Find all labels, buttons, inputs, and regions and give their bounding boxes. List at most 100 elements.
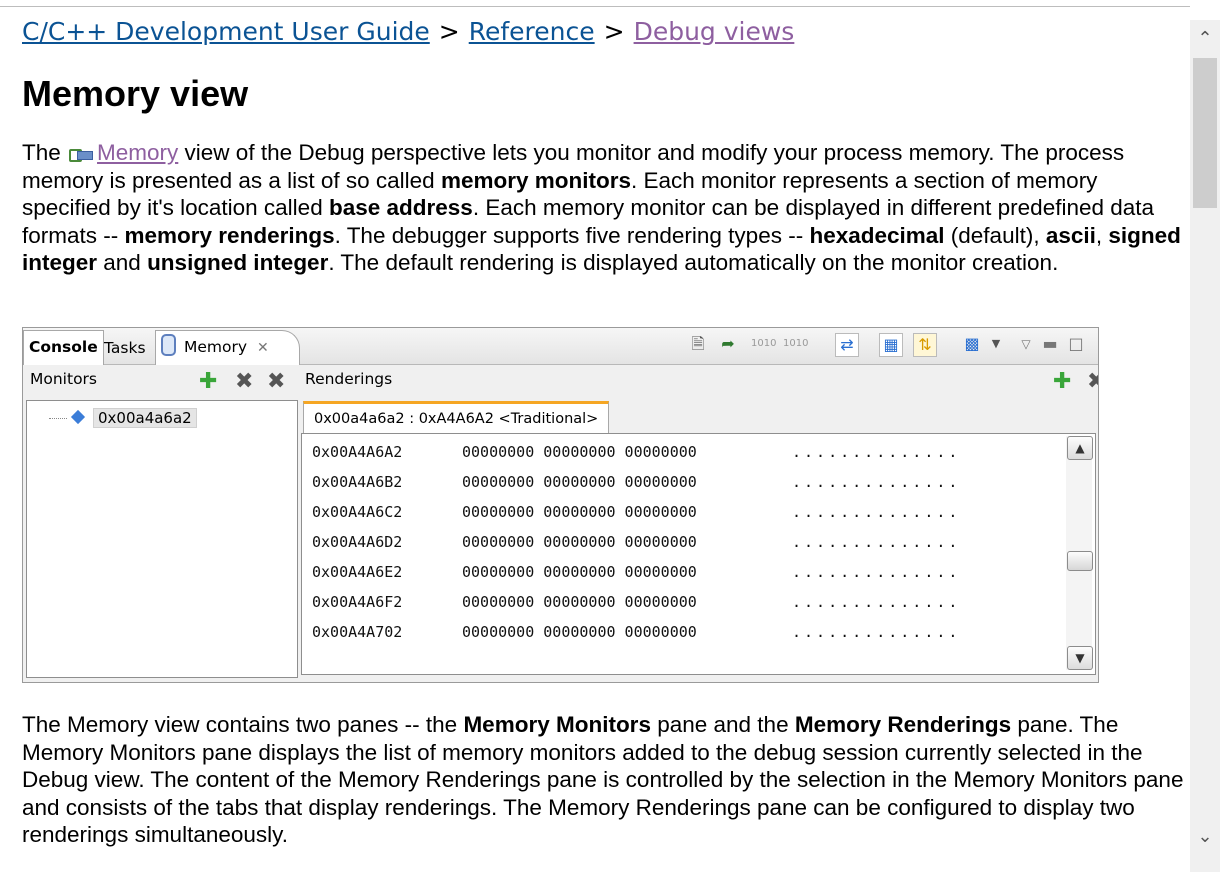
rendering-table: 0x00A4A6A2 00000000 00000000 00000000....…	[301, 433, 1096, 675]
view-menu-icon[interactable]: ▽	[1021, 337, 1031, 351]
row-address: 0x00A4A6C2	[312, 503, 403, 521]
remove-all-icon[interactable]: ✖	[267, 369, 286, 394]
memory-row[interactable]: 0x00A4A6D2 00000000 00000000 00000000....…	[312, 527, 960, 557]
rendering-tab[interactable]: 0x00a4a6a2 : 0xA4A6A2 <Traditional>	[303, 401, 610, 434]
tab-memory[interactable]: Memory ✕	[155, 330, 300, 365]
memory-row[interactable]: 0x00A4A6B2 00000000 00000000 00000000....…	[312, 467, 960, 497]
close-icon[interactable]: ✕	[257, 340, 269, 356]
row-ascii: ..............	[792, 473, 961, 491]
new-icon[interactable]: 🗎	[691, 334, 705, 353]
row-values[interactable]: 00000000 00000000 00000000	[462, 533, 697, 551]
add-rendering-icon[interactable]: ✚	[1053, 369, 1072, 394]
view-tab-bar: Console Tasks Memory ✕ 🗎 ➦ 1010 1010 ⇄ ▦ …	[23, 328, 1098, 365]
monitor-item[interactable]: 0x00a4a6a2	[49, 407, 197, 429]
text: . The default rendering is displayed aut…	[328, 250, 1059, 276]
scroll-thumb[interactable]	[1067, 551, 1093, 571]
bold-term: memory monitors	[440, 167, 631, 193]
view-toolbar: 🗎 ➦ 1010 1010 ⇄ ▦ ⇅ ▩ ▼ ▽ ▬ □	[687, 333, 1097, 359]
bold-term: ascii	[1045, 222, 1096, 248]
bold-term: signed integer	[22, 222, 1181, 276]
chevron-up-icon[interactable]: ⌃	[1197, 28, 1213, 48]
text: pane and the	[650, 712, 795, 737]
text: . The debugger supports five rendering t…	[334, 222, 810, 248]
breadcrumb-link-guide[interactable]: C/C++ Development User Guide	[22, 17, 430, 46]
import-icon[interactable]: ➦	[721, 334, 735, 353]
monitor-icon	[70, 409, 86, 425]
page-scroll-thumb[interactable]	[1193, 58, 1217, 208]
row-ascii: ..............	[792, 533, 961, 551]
chevron-down-icon[interactable]: ⌄	[1197, 826, 1213, 846]
bold-term: base address	[328, 195, 473, 221]
tab-tasks[interactable]: Tasks	[104, 339, 146, 357]
text: view of the Debug perspective lets you m…	[22, 140, 1125, 193]
breadcrumb-separator: >	[603, 17, 625, 46]
tab-console[interactable]: Console	[23, 330, 104, 365]
memory-tab-icon	[161, 334, 176, 356]
monitors-tree: 0x00a4a6a2	[26, 400, 298, 678]
binary-icon[interactable]: 1010	[751, 338, 777, 349]
memory-view-screenshot: Console Tasks Memory ✕ 🗎 ➦ 1010 1010 ⇄ ▦ …	[22, 327, 1099, 683]
add-monitor-icon[interactable]: ✚	[199, 369, 218, 394]
text: The	[22, 140, 68, 165]
bold-term: Memory Renderings	[794, 712, 1012, 737]
memory-view-icon	[69, 147, 94, 162]
tree-connector	[49, 418, 67, 419]
row-address: 0x00A4A702	[312, 623, 403, 641]
layout-icon[interactable]: ▩	[964, 334, 980, 353]
row-address: 0x00A4A6D2	[312, 533, 403, 551]
row-values[interactable]: 00000000 00000000 00000000	[462, 563, 697, 581]
row-values[interactable]: 00000000 00000000 00000000	[462, 593, 697, 611]
bold-term: memory renderings	[124, 222, 335, 248]
minimize-icon[interactable]: ▬	[1042, 334, 1058, 353]
remove-rendering-icon[interactable]: ✖	[1087, 371, 1098, 393]
memory-row[interactable]: 0x00A4A702 00000000 00000000 00000000....…	[312, 617, 960, 647]
row-address: 0x00A4A6E2	[312, 563, 403, 581]
grid-icon[interactable]: ▦	[879, 333, 903, 357]
row-values[interactable]: 00000000 00000000 00000000	[462, 503, 697, 521]
intro-paragraph: The Memory view of the Debug perspective…	[22, 139, 1192, 277]
text: (default),	[944, 222, 1046, 248]
row-ascii: ..............	[792, 623, 961, 641]
maximize-icon[interactable]: □	[1068, 334, 1084, 353]
breadcrumb-link-debug-views[interactable]: Debug views	[633, 17, 795, 46]
scroll-up-icon[interactable]: ▲	[1067, 436, 1093, 460]
scroll-down-icon[interactable]: ▼	[1067, 646, 1093, 670]
body-paragraph: The Memory view contains two panes -- th…	[22, 711, 1192, 849]
text: ,	[1095, 222, 1109, 248]
memory-link[interactable]: Memory	[97, 140, 179, 165]
row-address: 0x00A4A6B2	[312, 473, 403, 491]
row-ascii: ..............	[792, 593, 961, 611]
breadcrumb-link-reference[interactable]: Reference	[468, 17, 595, 46]
row-values[interactable]: 00000000 00000000 00000000	[462, 623, 697, 641]
row-values[interactable]: 00000000 00000000 00000000	[462, 443, 697, 461]
binary-icon[interactable]: 1010	[783, 338, 809, 349]
renderings-pane: Renderings ✚ ✖ 0x00a4a6a2 : 0xA4A6A2 <Tr…	[299, 365, 1098, 681]
rendering-scrollbar[interactable]: ▲ ▼	[1066, 436, 1093, 670]
memory-row[interactable]: 0x00A4A6F2 00000000 00000000 00000000....…	[312, 587, 960, 617]
dropdown-icon[interactable]: ▼	[991, 337, 1001, 350]
memory-row[interactable]: 0x00A4A6A2 00000000 00000000 00000000....…	[312, 437, 960, 467]
help-content: C/C++ Development User Guide>Reference>D…	[22, 14, 1187, 847]
row-address: 0x00A4A6F2	[312, 593, 403, 611]
page-title: Memory view	[22, 73, 249, 114]
memory-row[interactable]: 0x00A4A6E2 00000000 00000000 00000000....…	[312, 557, 960, 587]
row-address: 0x00A4A6A2	[312, 443, 403, 461]
bold-term: Memory Monitors	[463, 712, 651, 737]
text: . Each monitor represents a section of m…	[22, 167, 1098, 221]
row-ascii: ..............	[792, 443, 961, 461]
text: . Each memory monitor can be displayed i…	[22, 195, 1155, 248]
toggle-icon[interactable]: ⇄	[835, 333, 859, 357]
row-ascii: ..............	[792, 563, 961, 581]
row-values[interactable]: 00000000 00000000 00000000	[462, 473, 697, 491]
page-scrollbar[interactable]: ⌃ ⌄	[1190, 20, 1220, 872]
window-top-border	[0, 0, 1190, 7]
bold-term: hexadecimal	[809, 222, 945, 248]
monitor-item-label: 0x00a4a6a2	[93, 408, 197, 428]
swap-icon[interactable]: ⇅	[913, 333, 937, 357]
row-ascii: ..............	[792, 503, 961, 521]
tab-memory-label: Memory	[184, 338, 248, 356]
memory-row[interactable]: 0x00A4A6C2 00000000 00000000 00000000....…	[312, 497, 960, 527]
breadcrumb: C/C++ Development User Guide>Reference>D…	[22, 14, 1187, 50]
remove-monitor-icon[interactable]: ✖	[235, 369, 254, 394]
monitors-pane: Monitors ✚ ✖ ✖ 0x00a4a6a2	[23, 365, 298, 681]
